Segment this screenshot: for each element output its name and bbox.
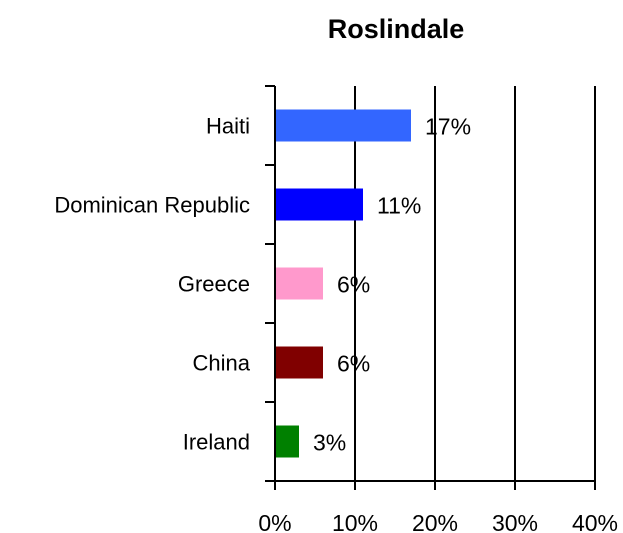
category-label-dominican-republic: Dominican Republic: [54, 193, 250, 218]
x-tick-label-10: 10%: [332, 510, 378, 533]
x-tick-label-20: 20%: [412, 510, 458, 533]
bar-china: [275, 346, 323, 379]
data-label-dominican-republic: 11%: [377, 193, 421, 219]
bar-greece: [275, 267, 323, 300]
category-label-china: China: [193, 351, 251, 376]
x-tick-label-30: 30%: [492, 510, 538, 533]
data-label-greece: 6%: [337, 272, 370, 298]
axes: [265, 85, 596, 490]
bar-dominican-republic: [275, 188, 363, 221]
x-tick-label-0: 0%: [258, 510, 291, 533]
x-tick-label-40: 40%: [572, 510, 618, 533]
x-tick-labels: 0% 10% 20% 30% 40%: [258, 510, 618, 533]
bars: [275, 109, 411, 458]
data-label-ireland: 3%: [313, 430, 346, 456]
data-label-haiti: 17%: [425, 114, 471, 140]
data-labels: 17% 11% 6% 6% 3%: [313, 114, 471, 456]
chart-title: Roslindale: [328, 14, 465, 44]
data-label-china: 6%: [337, 351, 370, 377]
category-label-haiti: Haiti: [206, 114, 250, 139]
category-label-greece: Greece: [178, 272, 250, 297]
bar-ireland: [275, 425, 299, 458]
bar-haiti: [275, 109, 411, 142]
category-label-ireland: Ireland: [183, 430, 250, 455]
gridlines: [354, 86, 596, 481]
